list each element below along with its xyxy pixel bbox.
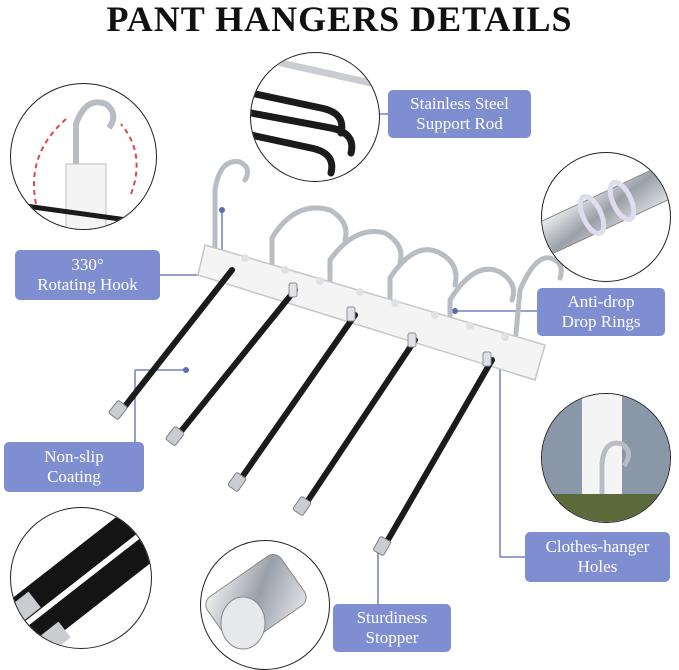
connector-lines [134,113,537,604]
detail-non-slip-coating [10,507,152,649]
label-stopper: Sturdiness Stopper [333,604,451,652]
label-hanger-holes: Clothes-hanger Holes [525,532,670,582]
detail-drop-ring [541,152,671,282]
coated-rods [119,267,495,548]
detail-support-rod [250,52,380,182]
holder-bar [197,244,546,381]
page-title: PANT HANGERS DETAILS [106,0,573,39]
detail-rotating-hook [10,83,157,230]
steel-hooks [212,159,564,348]
label-anti-drop: Anti-drop Drop Rings [537,288,665,336]
label-support-rod: Stainless Steel Support Rod [388,90,531,138]
label-rotating-hook: 330° Rotating Hook [15,250,160,300]
end-stoppers [108,400,391,556]
label-non-slip: Non-slip Coating [4,442,144,492]
detail-stopper [200,540,330,670]
detail-hanger-holes [541,393,671,523]
